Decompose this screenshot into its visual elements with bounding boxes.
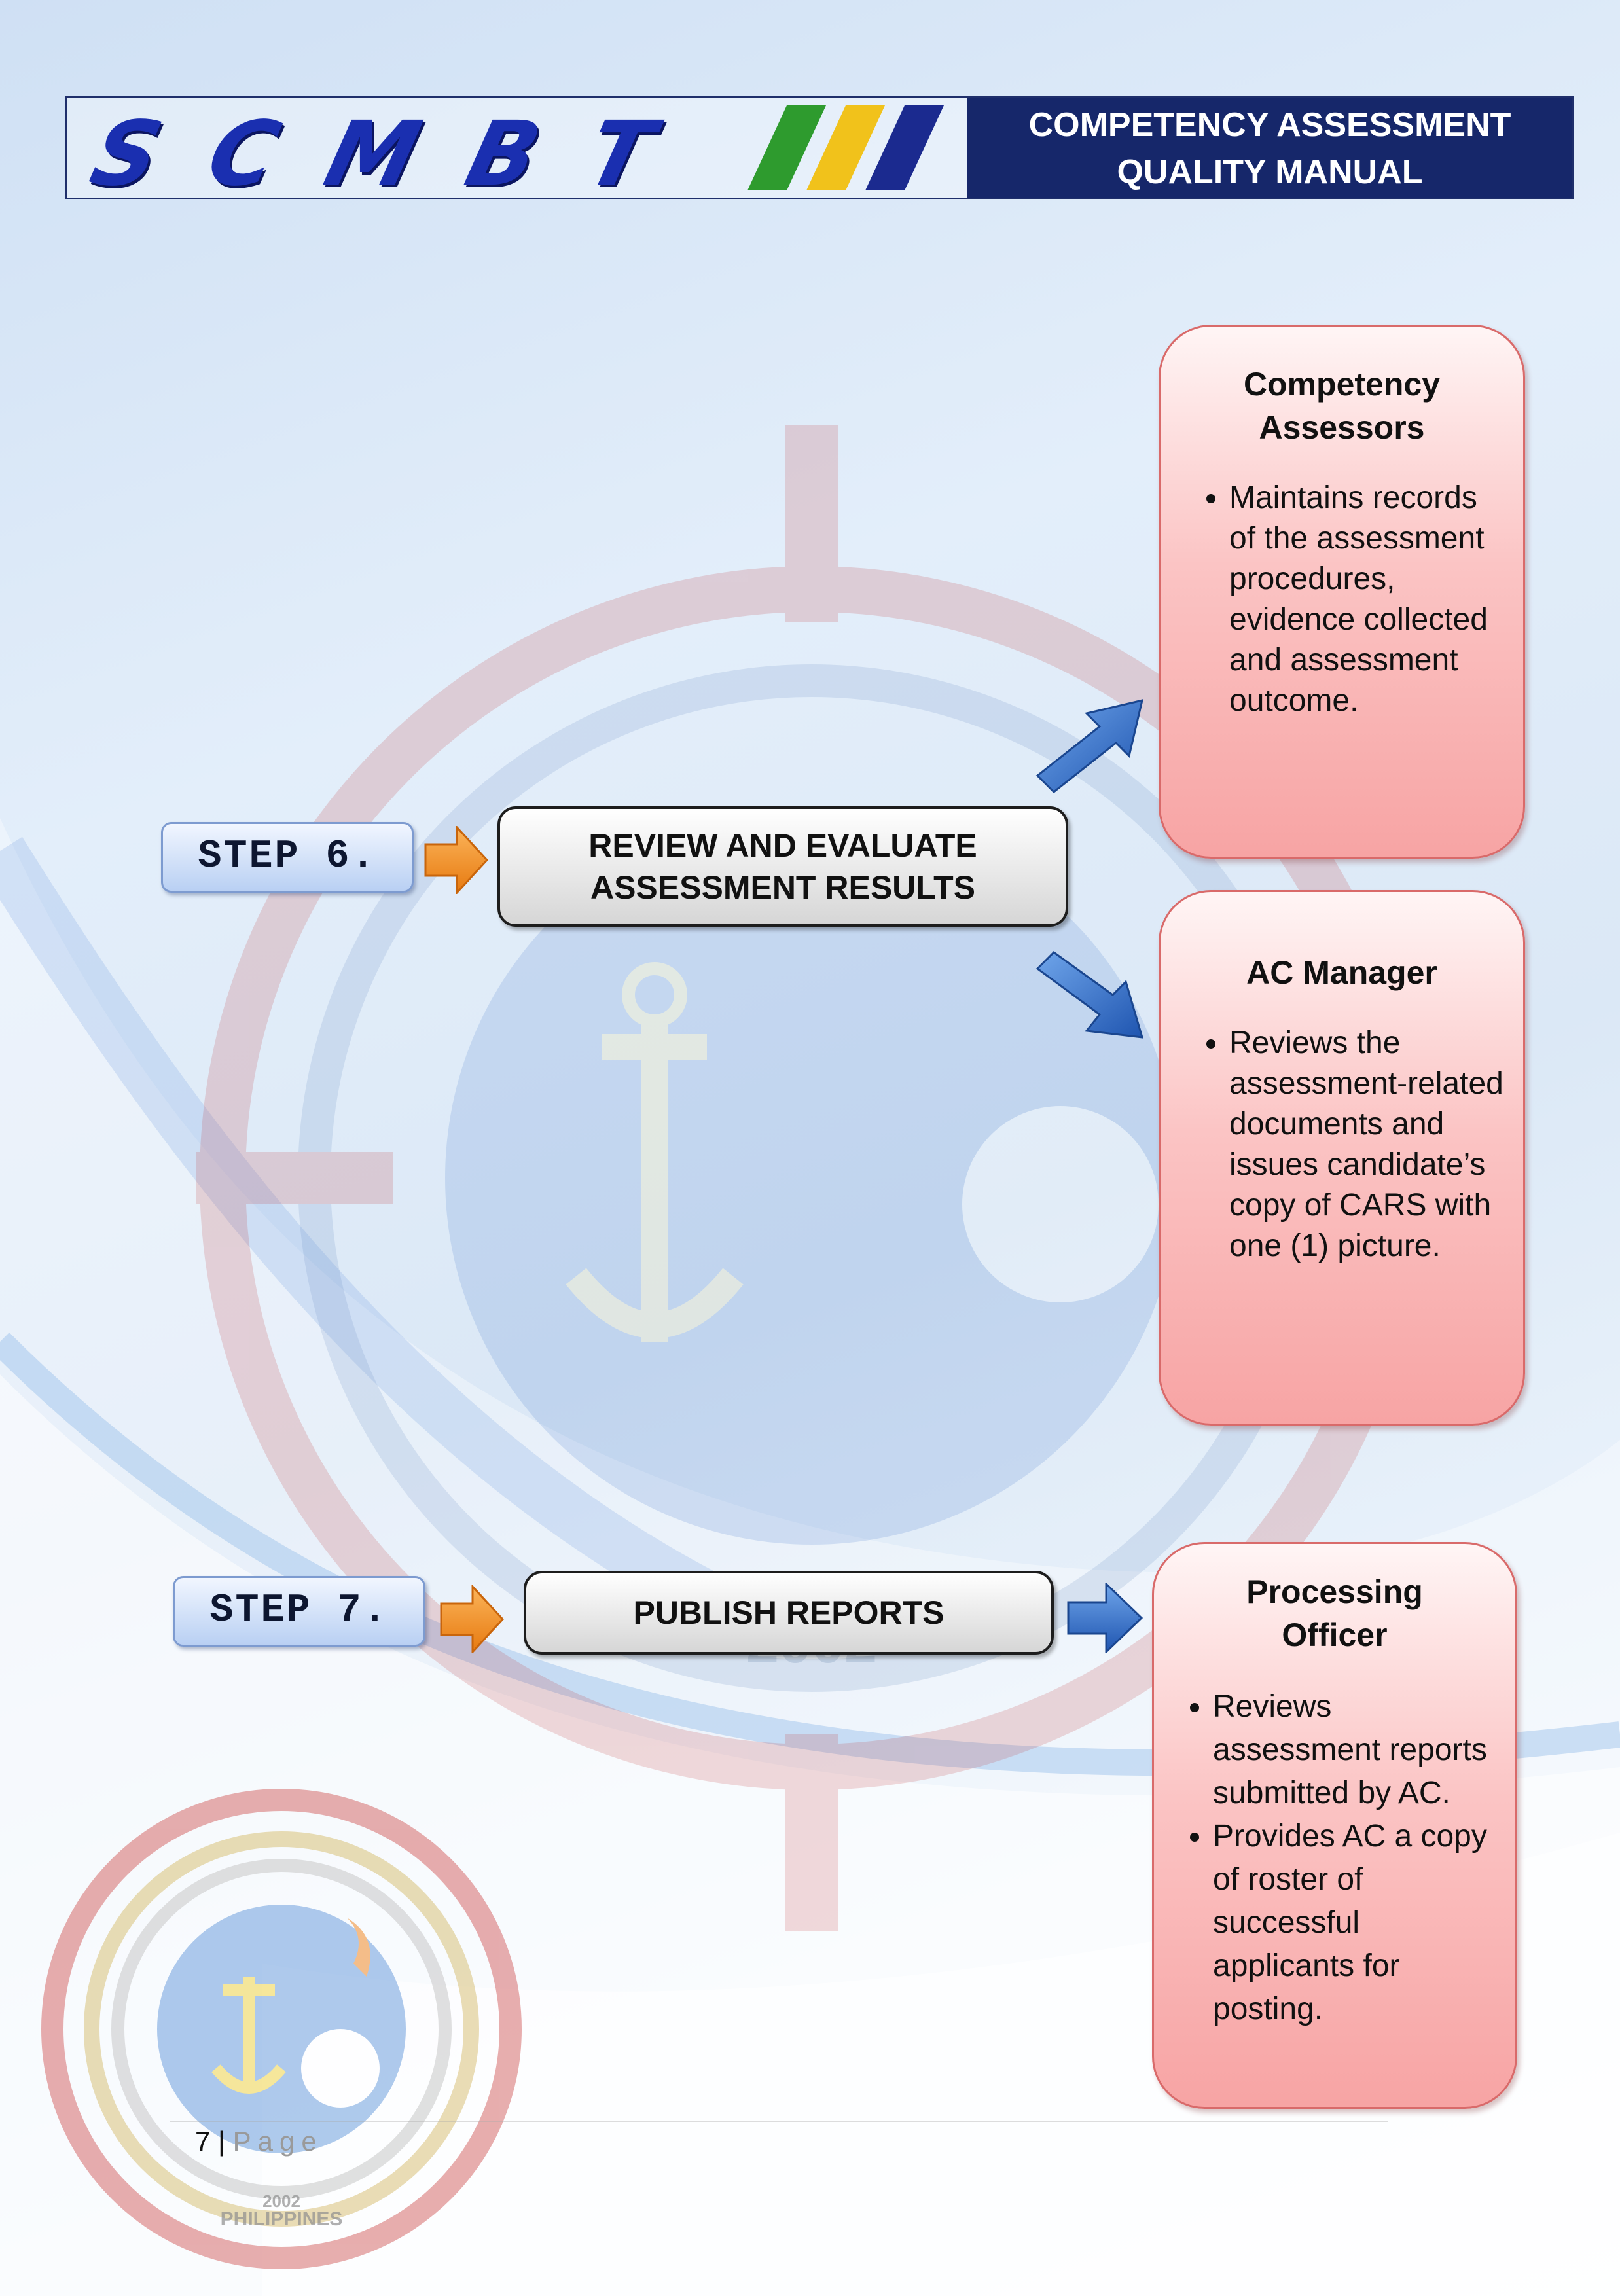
document-header: SCMBT COMPETENCY ASSESSMENT QUALITY MANU…: [65, 96, 1574, 206]
role-title-line2: Assessors: [1259, 409, 1425, 446]
page-word: Page: [232, 2126, 323, 2157]
role-bullet-item: Maintains records of the assessment proc…: [1229, 478, 1503, 721]
step-6-process-line2: ASSESSMENT RESULTS: [590, 869, 976, 906]
role-bullet-list: Maintains records of the assessment proc…: [1180, 478, 1503, 721]
page-number-value: 7: [195, 2126, 211, 2157]
role-bullet-list: Reviews assessment reports submitted by …: [1174, 1685, 1496, 2031]
step-6-orange-arrow-icon: [424, 826, 488, 894]
role-title-line1: Competency: [1243, 366, 1441, 403]
arrow-down-right-icon: [1035, 951, 1144, 1039]
step-7-process-box: PUBLISH REPORTS: [524, 1571, 1054, 1655]
step-7-label: STEP 7.: [173, 1576, 425, 1647]
role-bullet-item: Reviews the assessment-related documents…: [1229, 1023, 1503, 1266]
step-6-process-box: REVIEW AND EVALUATE ASSESSMENT RESULTS: [497, 806, 1068, 927]
role-bullet-item: Reviews assessment reports submitted by …: [1213, 1685, 1496, 1815]
seal-small-country: PHILIPPINES: [221, 2208, 343, 2230]
role-box-ac-manager: AC Manager Reviews the assessment-relate…: [1159, 890, 1525, 1426]
role-title: Competency Assessors: [1180, 363, 1503, 449]
logo-text: SCMBT: [81, 103, 716, 206]
step-6-label: STEP 6.: [161, 822, 414, 893]
scmbt-logo: SCMBT: [67, 98, 966, 206]
role-box-processing-officer: Processing Officer Reviews assessment re…: [1152, 1542, 1517, 2109]
footer-divider: [170, 2121, 1388, 2122]
page-number-separator: |: [218, 2126, 225, 2157]
page-number: 7 | Page: [195, 2126, 323, 2157]
step-6-process-line1: REVIEW AND EVALUATE: [588, 827, 977, 864]
step-7-blue-arrow-icon: [1067, 1583, 1143, 1653]
role-title: Processing Officer: [1174, 1570, 1496, 1657]
seal-logo-small: PHILIPPINES 2002: [41, 1789, 522, 2269]
manual-title: COMPETENCY ASSESSMENT QUALITY MANUAL: [967, 98, 1572, 198]
role-box-competency-assessors: Competency Assessors Maintains records o…: [1159, 325, 1525, 859]
arrow-up-right-icon: [1035, 698, 1144, 794]
role-title: AC Manager: [1246, 954, 1437, 991]
logo-stripes-icon: [747, 105, 944, 190]
seal-small-year: 2002: [262, 2191, 300, 2211]
role-title-line1: Processing: [1246, 1573, 1423, 1610]
role-bullet-list: Reviews the assessment-related documents…: [1180, 1023, 1503, 1266]
manual-title-line2: QUALITY MANUAL: [1117, 153, 1423, 191]
manual-title-line1: COMPETENCY ASSESSMENT: [1028, 106, 1511, 144]
step-7-orange-arrow-icon: [440, 1585, 504, 1653]
step-7-process-text: PUBLISH REPORTS: [633, 1594, 945, 1631]
role-bullet-item: Provides AC a copy of roster of successf…: [1213, 1815, 1496, 2031]
role-title-line2: Officer: [1282, 1617, 1388, 1653]
